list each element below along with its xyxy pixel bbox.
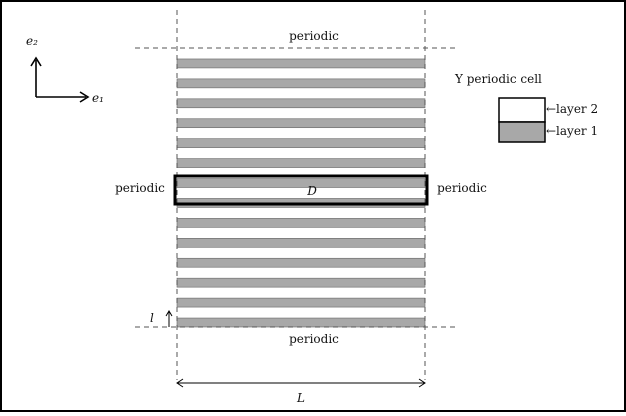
legend-layer2-swatch [498, 97, 546, 123]
width-right-arrow-icon [418, 378, 426, 388]
layer1-stripe [176, 257, 426, 268]
layer1-stripe [176, 78, 426, 89]
layer1-stripe [176, 138, 426, 148]
periodic-top-label: periodic [289, 29, 339, 43]
layer1-stripe [176, 118, 426, 129]
layer1-stripe [176, 297, 426, 308]
periodic-boundaries [135, 10, 455, 380]
layer1-stripe [176, 277, 426, 288]
width-label: L [296, 391, 305, 405]
thickness-marker [165, 310, 173, 327]
e1-label: e₁ [92, 91, 104, 105]
e2-arrow-icon [30, 56, 42, 67]
legend-title: Y periodic cell [454, 72, 542, 86]
layer1-stripe [176, 317, 426, 328]
domain-d-box [173, 174, 429, 206]
e1-arrow-icon [79, 91, 90, 103]
layer1-stripe [176, 98, 426, 109]
width-left-arrow-icon [176, 378, 184, 388]
thickness-arrow-icon [165, 310, 173, 317]
layer1-stripe [176, 178, 426, 188]
axes [30, 56, 90, 103]
legend-layer1-label: ←layer 1 [546, 124, 598, 138]
e2-label: e₂ [26, 34, 38, 48]
layer1-stripe [176, 218, 426, 228]
legend-layer1-swatch [498, 121, 546, 143]
periodic-bottom-label: periodic [289, 332, 339, 346]
domain-label: D [306, 184, 317, 198]
periodic-right-label: periodic [437, 181, 487, 195]
layer1-stripe [176, 158, 426, 168]
layer1-stripe [176, 58, 426, 69]
legend-layer2-label: ←layer 2 [546, 102, 598, 116]
layer1-stripe [176, 238, 426, 248]
thickness-label: l [150, 311, 154, 325]
periodic-left-label: periodic [115, 181, 165, 195]
layer-stripes [176, 58, 426, 328]
width-dimension [176, 378, 426, 388]
